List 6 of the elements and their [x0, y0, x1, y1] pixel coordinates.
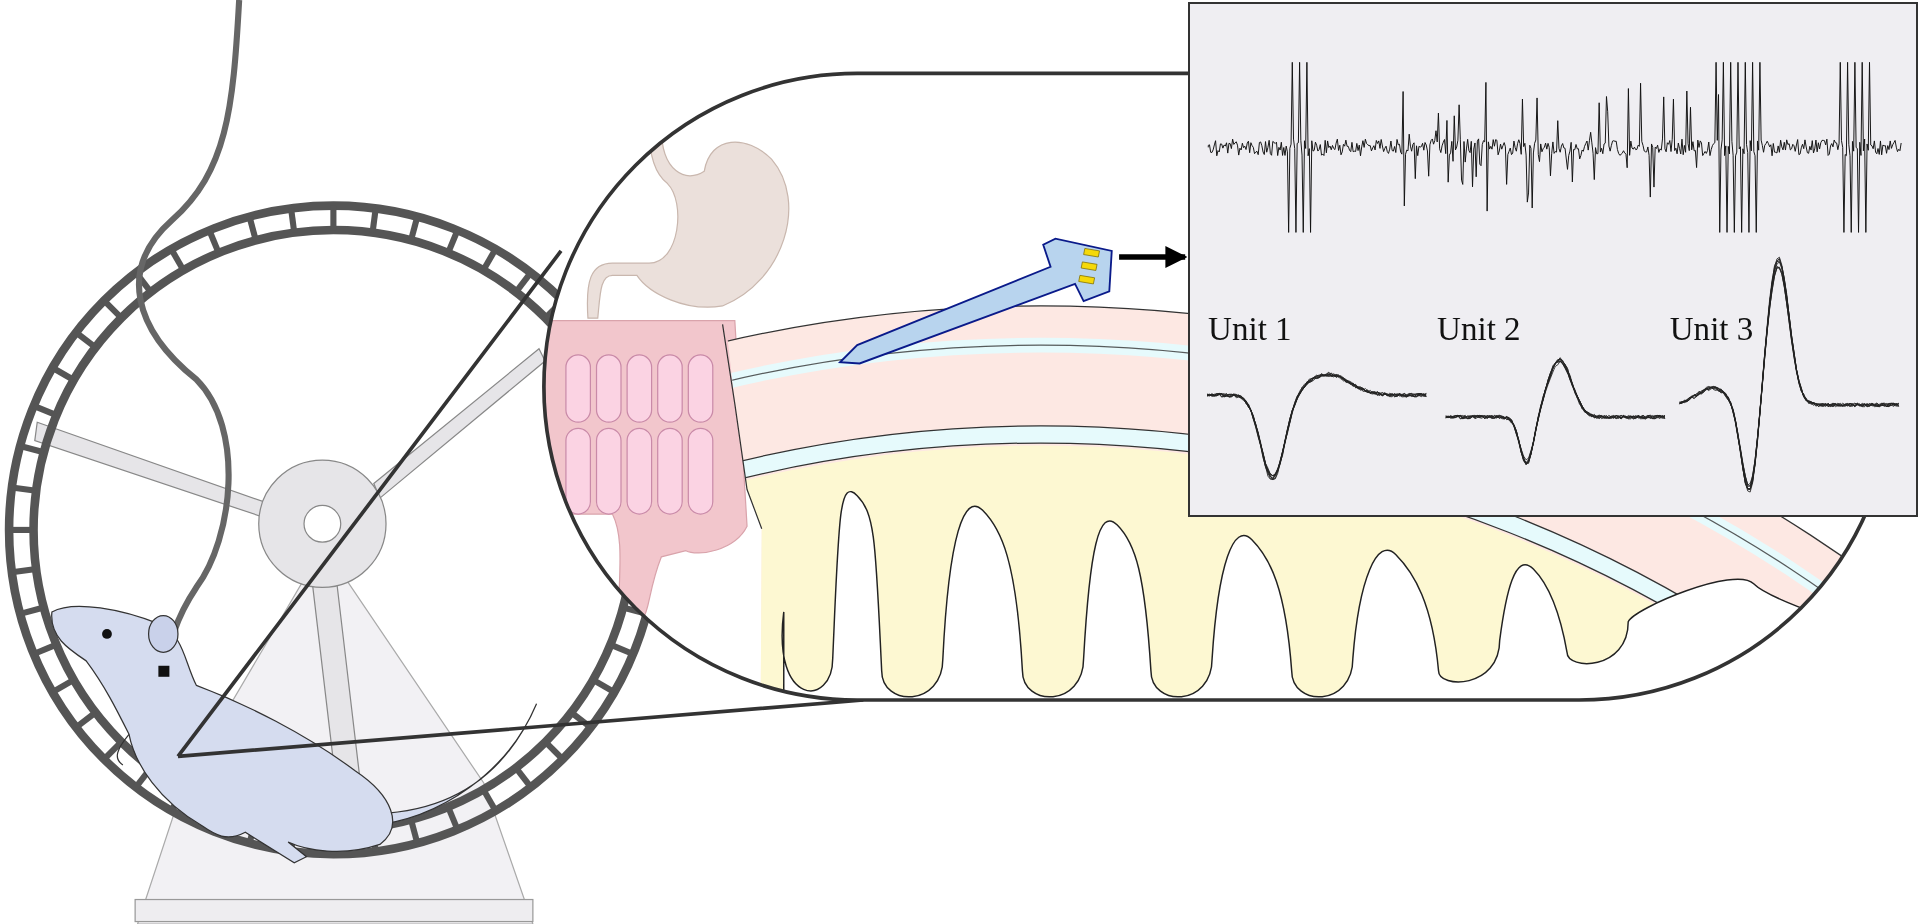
- unit-label: Unit 3: [1669, 313, 1754, 347]
- unit-label: Unit 1: [1208, 313, 1292, 347]
- unit-label: Unit 2: [1437, 313, 1521, 347]
- arrow: [1119, 246, 1188, 268]
- recording-panel: [1187, 2, 1918, 517]
- electrode-probe-drawing: [837, 237, 1113, 365]
